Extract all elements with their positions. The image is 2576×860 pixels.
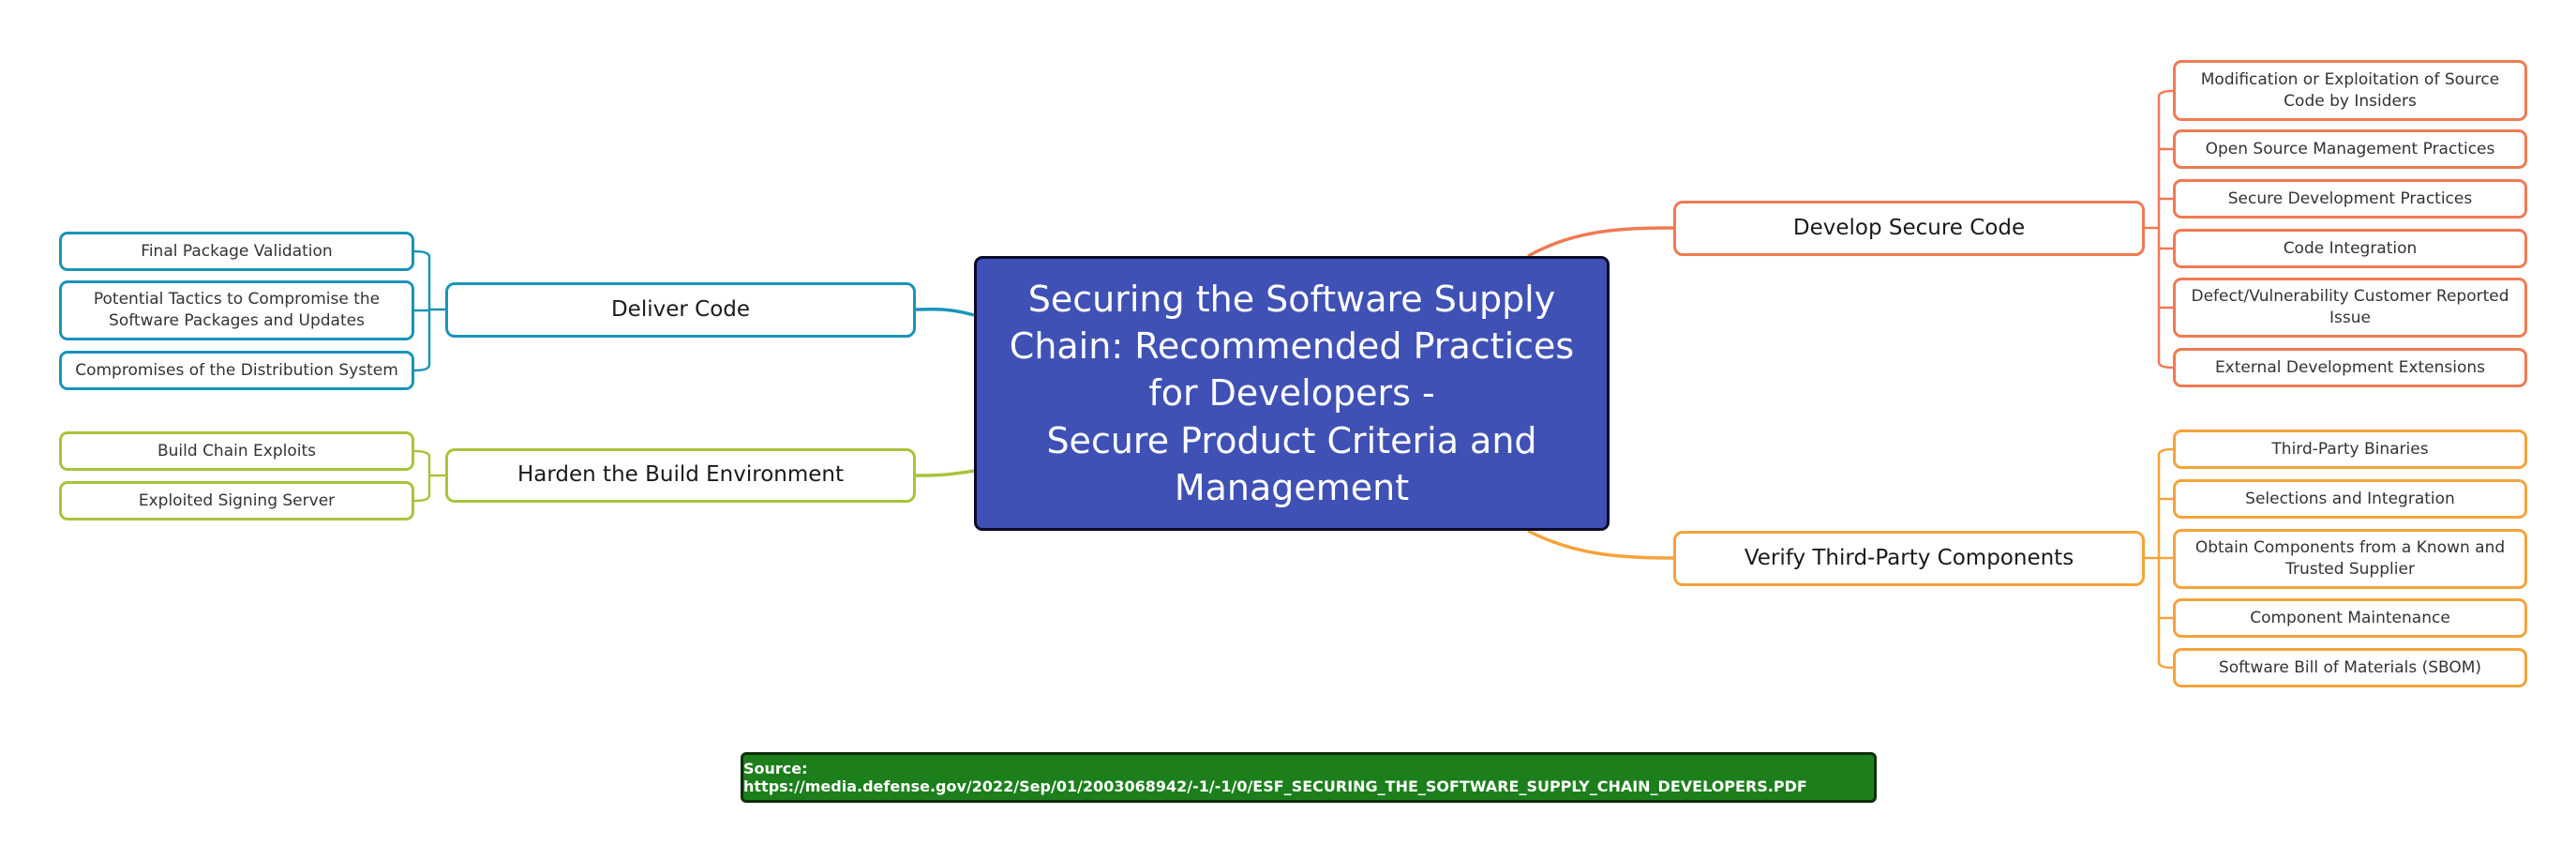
- leaf-secure-development-practices[interactable]: Secure Development Practices: [2173, 179, 2527, 219]
- central-topic-line: for Developers -: [1148, 372, 1435, 415]
- connector-deliver: [915, 308, 975, 317]
- connector-verify: [1527, 529, 1674, 560]
- central-topic-line: Chain: Recommended Practices: [1009, 325, 1575, 368]
- leaf-build-chain-exploits[interactable]: Build Chain Exploits: [59, 431, 414, 471]
- branch-develop-secure-code[interactable]: Develop Secure Code: [1673, 201, 2145, 256]
- leaf-component-maintenance[interactable]: Component Maintenance: [2173, 598, 2527, 638]
- leaf-sbom[interactable]: Software Bill of Materials (SBOM): [2173, 648, 2527, 687]
- leaf-distribution-system[interactable]: Compromises of the Distribution System: [59, 351, 414, 390]
- connector-develop: [1527, 226, 1674, 258]
- branch-verify-third-party[interactable]: Verify Third-Party Components: [1673, 531, 2145, 586]
- bracket-verify: [2145, 447, 2174, 670]
- central-topic-line: Management: [1174, 466, 1410, 508]
- leaf-exploited-signing-server[interactable]: Exploited Signing Server: [59, 481, 414, 521]
- leaf-selections-integration[interactable]: Selections and Integration: [2173, 479, 2527, 519]
- bracket-harden: [413, 449, 445, 503]
- leaf-open-source-management[interactable]: Open Source Management Practices: [2173, 129, 2527, 169]
- bracket-develop: [2145, 89, 2174, 370]
- branch-harden-build[interactable]: Harden the Build Environment: [445, 448, 916, 503]
- connector-harden: [915, 469, 975, 477]
- leaf-external-development-extensions[interactable]: External Development Extensions: [2173, 348, 2527, 387]
- leaf-third-party-binaries[interactable]: Third-Party Binaries: [2173, 430, 2527, 469]
- central-topic-line: Secure Product Criteria and: [1046, 419, 1537, 461]
- leaf-code-integration[interactable]: Code Integration: [2173, 229, 2527, 268]
- leaf-final-package-validation[interactable]: Final Package Validation: [59, 232, 414, 271]
- central-topic[interactable]: Securing the Software Supply Chain: Reco…: [974, 256, 1610, 531]
- leaf-source-code-insiders[interactable]: Modification or Exploitation of Source C…: [2173, 60, 2527, 121]
- bracket-deliver: [413, 249, 445, 372]
- branch-deliver-code[interactable]: Deliver Code: [445, 282, 916, 338]
- source-note: Source: https://media.defense.gov/2022/S…: [741, 752, 1877, 803]
- leaf-defect-vulnerability[interactable]: Defect/Vulnerability Customer Reported I…: [2173, 278, 2527, 338]
- leaf-known-trusted-supplier[interactable]: Obtain Components from a Known and Trust…: [2173, 529, 2527, 589]
- leaf-compromise-packages-updates[interactable]: Potential Tactics to Compromise the Soft…: [59, 280, 414, 340]
- central-topic-line: Securing the Software Supply: [1027, 279, 1556, 321]
